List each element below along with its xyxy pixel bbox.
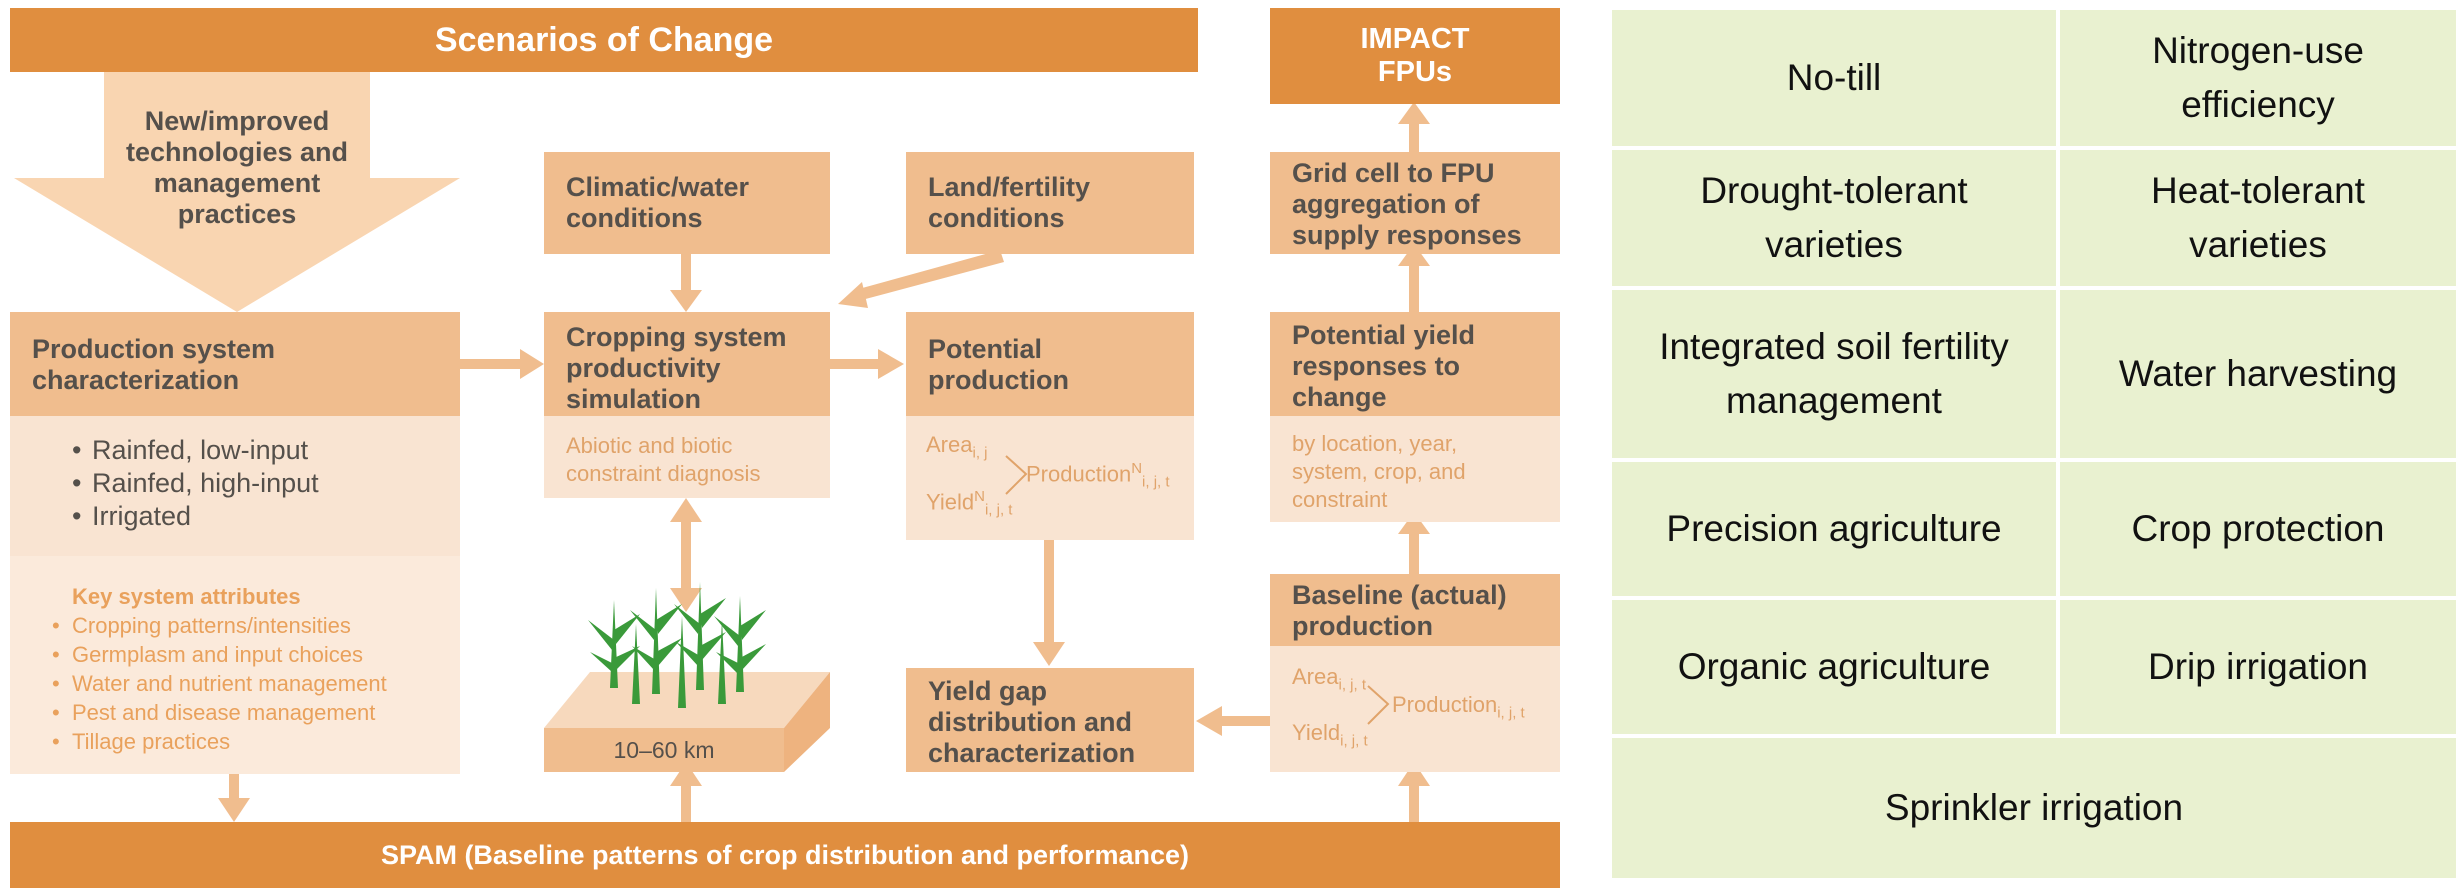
area-subscript: i, j, t xyxy=(1338,676,1366,694)
production-label: Production xyxy=(1392,692,1498,717)
connector-arrows xyxy=(14,72,1430,822)
table-cell: Drip irrigation xyxy=(2060,600,2460,738)
table-cell: No-till xyxy=(1612,10,2060,150)
attribute-item: Water and nutrient management xyxy=(48,669,460,698)
technologies-table: No-till Nitrogen-use efficiency Drought-… xyxy=(1612,10,2460,878)
baseline-production-formula: Areai, j, t Yieldi, j, t Productioni, j,… xyxy=(1270,646,1560,772)
potential-yield-detail-box: by location, year, system, crop, and con… xyxy=(1270,416,1560,522)
grid-scale-label: 10–60 km xyxy=(613,737,715,763)
production-label: Production xyxy=(1026,461,1132,487)
production-subscript: i, j, t xyxy=(1497,704,1525,722)
system-type-item: Rainfed, high-input xyxy=(68,467,460,500)
attribute-item: Tillage practices xyxy=(48,727,460,756)
key-system-attributes-title: Key system attributes xyxy=(72,584,301,609)
yield-superscript: N xyxy=(974,488,985,505)
attribute-item: Germplasm and input choices xyxy=(48,640,460,669)
production-superscript: N xyxy=(1131,460,1143,477)
scenarios-of-change-banner: Scenarios of Change xyxy=(10,8,1198,72)
cropping-system-simulation-box: Cropping system productivity simulation xyxy=(544,312,830,416)
system-type-item: Rainfed, low-input xyxy=(68,434,460,467)
table-cell: Sprinkler irrigation xyxy=(1612,738,2460,878)
table-cell: Nitrogen-use efficiency xyxy=(2060,10,2460,150)
yield-label: Yield xyxy=(1292,720,1341,745)
potential-production-box: Potential production xyxy=(906,312,1194,416)
table-cell: Crop protection xyxy=(2060,462,2460,600)
baseline-production-box: Baseline (actual) production xyxy=(1270,574,1560,646)
yield-subscript: i, j, t xyxy=(1340,732,1368,750)
table-cell: Water harvesting xyxy=(2060,290,2460,462)
production-system-types: Rainfed, low-input Rainfed, high-input I… xyxy=(10,416,460,556)
land-fertility-conditions-box: Land/fertility conditions xyxy=(906,152,1194,254)
area-label: Area xyxy=(926,432,973,457)
climatic-water-conditions-box: Climatic/water conditions xyxy=(544,152,830,254)
table-cell: Heat-tolerant varieties xyxy=(2060,150,2460,290)
yield-gap-box: Yield gap distribution and characterizat… xyxy=(906,668,1194,772)
attribute-item: Pest and disease management xyxy=(48,698,460,727)
area-label: Area xyxy=(1292,664,1339,689)
key-system-attributes-panel: Key system attributes Cropping patterns/… xyxy=(10,556,460,774)
table-cell: Drought-tolerant varieties xyxy=(1612,150,2060,290)
spam-banner: SPAM (Baseline patterns of crop distribu… xyxy=(10,822,1560,888)
area-subscript: i, j xyxy=(972,444,988,462)
impact-fpus-box: IMPACT FPUs xyxy=(1270,8,1560,104)
yield-label: Yield xyxy=(926,489,975,515)
system-type-item: Irrigated xyxy=(68,500,460,533)
yield-subscript: i, j, t xyxy=(984,501,1013,519)
table-cell: Precision agriculture xyxy=(1612,462,2060,600)
formula-connector xyxy=(1005,455,1028,495)
production-system-header: Production system characterization xyxy=(10,312,460,416)
formula-connector xyxy=(1367,685,1390,725)
table-cell: Organic agriculture xyxy=(1612,600,2060,738)
attribute-item: Cropping patterns/intensities xyxy=(48,611,460,640)
crop-grid-illustration xyxy=(544,582,830,772)
potential-production-formula: Areai, j YieldNi, j, t ProductionNi, j, … xyxy=(906,416,1194,540)
grid-cell-aggregation-box: Grid cell to FPU aggregation of supply r… xyxy=(1270,152,1560,254)
table-cell: Integrated soil fertility management xyxy=(1612,290,2060,462)
potential-yield-responses-box: Potential yield responses to change xyxy=(1270,312,1560,416)
new-technologies-arrow-label: New/improved technologies and management… xyxy=(125,106,349,229)
production-subscript: i, j, t xyxy=(1142,473,1170,491)
constraint-diagnosis-box: Abiotic and biotic constraint diagnosis xyxy=(544,416,830,498)
